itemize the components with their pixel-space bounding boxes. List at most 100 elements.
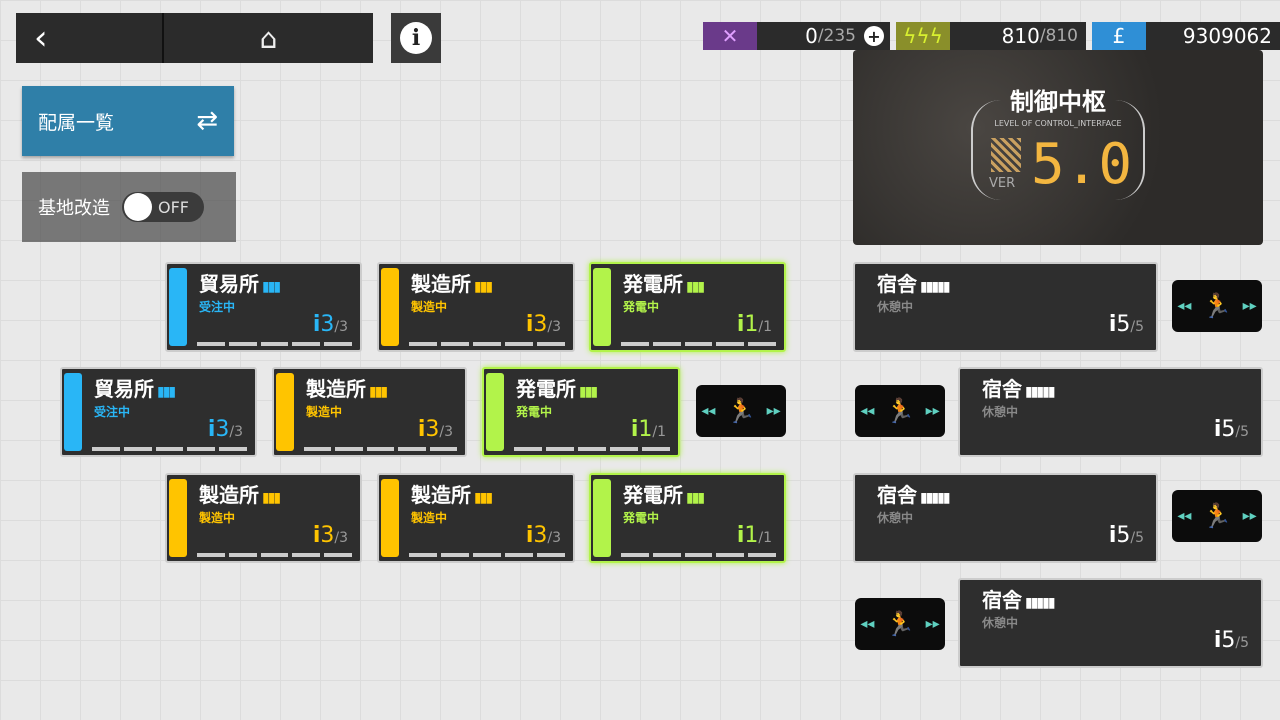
room-name: 発電所 — [623, 272, 683, 296]
level-pips-icon: ▮▮▮▮▮ — [1025, 384, 1055, 400]
room-color-strip — [381, 268, 399, 346]
room-factory[interactable]: 製造所▮▮▮ 製造中 i3/3 — [377, 262, 575, 352]
control-center-room[interactable]: 制御中枢 LEVEL OF CONTROL_INTERFACE VER 5.0 — [853, 50, 1263, 245]
operator-icon: i — [312, 312, 321, 337]
arrows-left-icon: ◂◂ — [1177, 508, 1192, 524]
control-center-subtitle: LEVEL OF CONTROL_INTERFACE — [994, 119, 1122, 128]
add-drone-button[interactable]: + — [864, 22, 890, 50]
level-bars — [197, 553, 352, 557]
room-name: 製造所 — [306, 377, 366, 401]
level-pips-icon: ▮▮▮ — [686, 279, 705, 295]
room-power[interactable]: 発電所▮▮▮ 発電中 i1/1 — [589, 473, 786, 563]
back-button[interactable]: ‹ — [16, 13, 164, 63]
hatch-mark — [991, 138, 1021, 172]
battery-icon: ϟϟϟ — [896, 22, 950, 50]
operator-icon: i — [1108, 312, 1117, 337]
control-center-title: 制御中枢 — [1010, 88, 1106, 116]
top-nav: ‹ ⌂ — [16, 13, 373, 63]
arrows-left-icon: ◂◂ — [860, 616, 875, 632]
room-trade[interactable]: 貿易所▮▮▮ 受注中 i3/3 — [60, 367, 257, 457]
level-pips-icon: ▮▮▮ — [474, 279, 493, 295]
operator-count: i5/5 — [1108, 312, 1144, 337]
room-trade[interactable]: 貿易所▮▮▮ 受注中 i3/3 — [165, 262, 362, 352]
room-factory[interactable]: 製造所▮▮▮ 製造中 i3/3 — [272, 367, 467, 457]
level-pips-icon: ▮▮▮ — [579, 384, 598, 400]
level-pips-icon: ▮▮▮▮▮ — [1025, 595, 1055, 611]
corridor[interactable]: ◂◂ 🏃 ▸▸ — [1172, 490, 1262, 542]
operator-icon: i — [207, 417, 216, 442]
level-bars — [514, 447, 670, 451]
level-bars — [409, 553, 565, 557]
room-name: 宿舎 — [982, 377, 1022, 401]
room-power[interactable]: 発電所▮▮▮ 発電中 i1/1 — [482, 367, 680, 457]
room-power[interactable]: 発電所▮▮▮ 発電中 i1/1 — [589, 262, 786, 352]
operator-icon: i — [525, 523, 534, 548]
room-status: 製造中 — [411, 511, 448, 525]
room-dorm[interactable]: 宿舎▮▮▮▮▮ 休憩中 i5/5 — [853, 473, 1158, 563]
home-button[interactable]: ⌂ — [164, 13, 373, 63]
operator-count: i3/3 — [525, 523, 561, 548]
room-dorm[interactable]: 宿舎▮▮▮▮▮ 休憩中 i5/5 — [958, 578, 1263, 668]
level-bars — [409, 342, 565, 346]
operator-count: i5/5 — [1108, 523, 1144, 548]
base-modify-panel: 基地改造 OFF — [22, 172, 236, 242]
operator-icon: i — [1213, 628, 1222, 653]
level-pips-icon: ▮▮▮ — [262, 490, 281, 506]
arrows-left-icon: ◂◂ — [860, 403, 875, 419]
operator-count: i3/3 — [312, 312, 348, 337]
level-pips-icon: ▮▮▮ — [369, 384, 388, 400]
operator-count: i3/3 — [312, 523, 348, 548]
assignment-list-button[interactable]: 配属一覧 ⇄ — [22, 86, 234, 156]
room-status: 発電中 — [516, 405, 553, 419]
room-status: 製造中 — [306, 405, 343, 419]
room-factory[interactable]: 製造所▮▮▮ 製造中 i3/3 — [377, 473, 575, 563]
operator-count: i1/1 — [736, 312, 772, 337]
level-bars — [304, 447, 458, 451]
level-pips-icon: ▮▮▮ — [262, 279, 281, 295]
operator-count: i5/5 — [1213, 628, 1249, 653]
room-color-strip — [64, 373, 82, 451]
operator-icon: i — [312, 523, 321, 548]
arrows-left-icon: ◂◂ — [701, 403, 716, 419]
corridor[interactable]: ◂◂🏃▸▸ — [696, 385, 786, 437]
room-status: 受注中 — [94, 405, 131, 419]
room-color-strip — [381, 479, 399, 557]
level-bars — [621, 342, 776, 346]
level-pips-icon: ▮▮▮ — [474, 490, 493, 506]
info-button[interactable]: i — [391, 13, 441, 63]
operator-count: i3/3 — [417, 417, 453, 442]
room-dorm[interactable]: 宿舎▮▮▮▮▮ 休憩中 i5/5 — [853, 262, 1158, 352]
room-name: 製造所 — [411, 272, 471, 296]
arrows-right-icon: ▸▸ — [925, 616, 940, 632]
lmd-counter: £ 9309062 — [1092, 22, 1280, 50]
level-pips-icon: ▮▮▮▮▮ — [920, 490, 950, 506]
room-name: 製造所 — [411, 483, 471, 507]
room-color-strip — [276, 373, 294, 451]
operator-count: i3/3 — [207, 417, 243, 442]
operator-icon: i — [525, 312, 534, 337]
room-status: 製造中 — [199, 511, 236, 525]
base-modify-toggle[interactable]: OFF — [122, 192, 204, 222]
arrows-left-icon: ◂◂ — [1177, 298, 1192, 314]
swap-users-icon: ⇄ — [196, 106, 218, 136]
arrows-right-icon: ▸▸ — [766, 403, 781, 419]
corridor[interactable]: ◂◂🏃▸▸ — [1172, 280, 1262, 332]
room-name: 貿易所 — [94, 377, 154, 401]
corridor[interactable]: ◂◂🏃▸▸ — [855, 598, 945, 650]
running-man-icon: 🏃 — [1202, 502, 1232, 530]
room-color-strip — [593, 479, 611, 557]
operator-count: i5/5 — [1213, 417, 1249, 442]
control-level: 5.0 — [1031, 132, 1133, 197]
level-pips-icon: ▮▮▮▮▮ — [920, 279, 950, 295]
room-dorm[interactable]: 宿舎▮▮▮▮▮ 休憩中 i5/5 — [958, 367, 1263, 457]
room-factory[interactable]: 製造所▮▮▮ 製造中 i3/3 — [165, 473, 362, 563]
level-bars — [621, 553, 776, 557]
operator-icon: i — [417, 417, 426, 442]
operator-icon: i — [1108, 523, 1117, 548]
plus-icon: + — [864, 26, 884, 46]
room-color-strip — [169, 479, 187, 557]
room-name: 宿舎 — [877, 483, 917, 507]
level-bars — [197, 342, 352, 346]
corridor[interactable]: ◂◂🏃▸▸ — [855, 385, 945, 437]
arrows-right-icon: ▸▸ — [1242, 508, 1257, 524]
